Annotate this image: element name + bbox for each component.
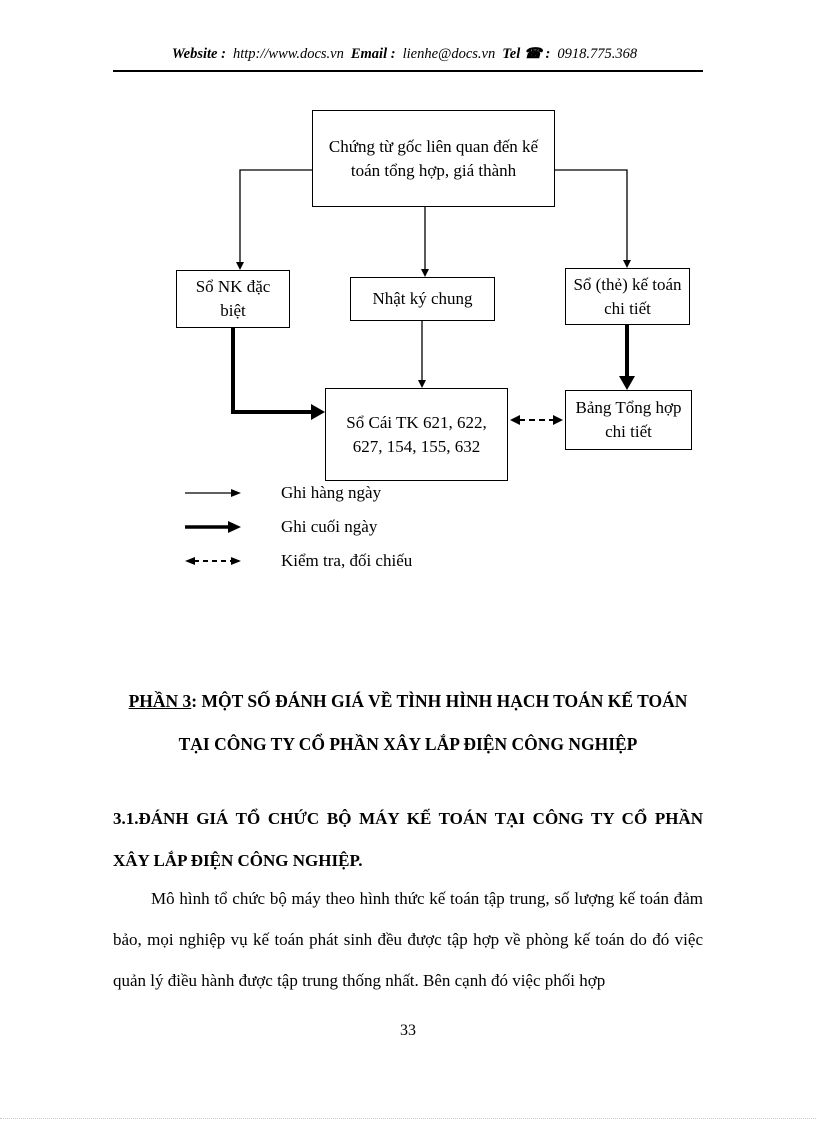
arrow-ledger-summary-reconcile [510, 415, 563, 425]
bottom-divider [0, 1118, 816, 1119]
thin-arrow-icon [185, 489, 241, 497]
website-url: http://www.docs.vn [232, 46, 344, 62]
arrow-source-to-special-journal [236, 169, 312, 270]
dashed-double-arrow-icon [185, 557, 241, 565]
email-address: lienhe@docs.vn [402, 46, 496, 62]
subsection-heading: 3.1.ĐÁNH GIÁ TỔ CHỨC BỘ MÁY KẾ TOÁN TẠI … [113, 809, 703, 870]
arrow-source-to-general-journal [421, 207, 429, 277]
legend-label: Kiểm tra, đối chiếu [281, 551, 413, 570]
flow-arrows [231, 169, 635, 425]
email-label: Email : [350, 46, 396, 62]
box-detail-ledger: Sổ (thẻ) kế toán chi tiết [565, 268, 690, 325]
arrow-general-journal-to-ledger [418, 321, 426, 388]
box-general-journal: Nhật ký chung [350, 277, 495, 321]
website-label: Website : [171, 46, 226, 62]
page-number: 33 [400, 1022, 416, 1039]
header-divider [113, 70, 703, 72]
legend-item-end-of-day: Ghi cuối ngày [185, 517, 377, 537]
legend-label: Ghi cuối ngày [281, 517, 378, 536]
body-paragraph: Mô hình tổ chức bộ máy theo hình thức kế… [113, 889, 703, 990]
legend-label: Ghi hàng ngày [281, 483, 382, 502]
legend-item-daily: Ghi hàng ngày [185, 483, 381, 503]
box-source-documents: Chứng từ gốc liên quan đến kế toán tổng … [312, 110, 555, 207]
legend-item-reconcile: Kiểm tra, đối chiếu [185, 551, 412, 571]
tel-label: Tel ☎ : [502, 46, 551, 62]
box-general-ledger: Sổ Cái TK 621, 622, 627, 154, 155, 632 [325, 388, 508, 481]
part-heading: PHẦN 3: MỘT SỐ ĐÁNH GIÁ VỀ TÌNH HÌNH HẠC… [113, 680, 703, 766]
part-title: : MỘT SỐ ĐÁNH GIÁ VỀ TÌNH HÌNH HẠCH TOÁN… [178, 691, 688, 754]
thick-arrow-icon [185, 521, 241, 533]
flow-diagram: Chứng từ gốc liên quan đến kế toán tổng … [176, 110, 692, 571]
arrow-source-to-detail-ledger [555, 169, 631, 268]
arrow-detail-ledger-to-summary [619, 325, 635, 390]
page-header: Website : http://www.docs.vn Email : lienhe… [113, 46, 703, 63]
arrow-special-journal-to-ledger [231, 328, 325, 420]
box-detail-summary: Bảng Tổng hợp chi tiết [565, 390, 692, 450]
part-label: PHẦN 3 [128, 691, 192, 711]
tel-number: 0918.775.368 [557, 46, 638, 62]
box-special-journal: Sổ NK đặc biệt [176, 270, 290, 328]
